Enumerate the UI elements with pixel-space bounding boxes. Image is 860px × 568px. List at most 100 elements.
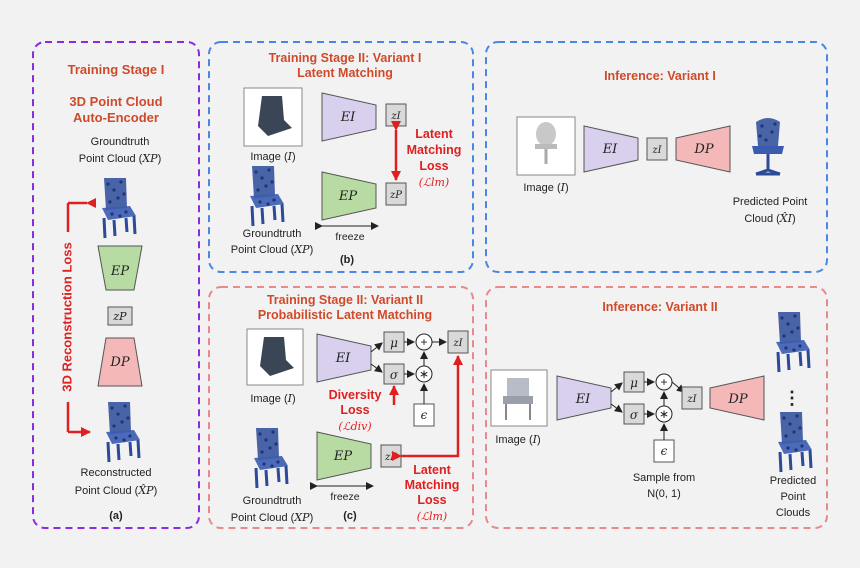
- panel-a-subtitle-1: 3D Point Cloud: [69, 94, 162, 109]
- panel-b-image-encoder: [321, 92, 377, 142]
- panel-d-decoder-label: DP: [693, 142, 713, 157]
- panel-c-loss-math: (ℒlm): [417, 510, 447, 523]
- panel-b-loss-2: Matching: [407, 143, 462, 157]
- panel-d-image-encoder: [583, 125, 639, 173]
- panel-c-loss-1: Latent: [413, 463, 451, 477]
- panel-b-image-label: Image (I): [250, 150, 295, 163]
- panel-c-arrow-sigma: [370, 363, 383, 373]
- panel-c-sigma-label: σ: [390, 368, 399, 382]
- panel-a-output-label-1: Reconstructed: [81, 467, 152, 479]
- panel-e-latent-box: [681, 386, 703, 410]
- panel-b-point-encoder-label: EP: [338, 189, 357, 204]
- panel-b-latent-point-box: [385, 182, 407, 206]
- panel-c-border: [208, 286, 474, 529]
- panel-e-ellipsis: ⋮: [783, 388, 801, 408]
- panel-d-output-label-1: Predicted Point: [733, 196, 808, 208]
- panel-c-div-2: Loss: [340, 403, 369, 417]
- panel-e-border: [485, 286, 828, 529]
- panel-d-swivel-photo-icon: [536, 122, 556, 146]
- panel-c-tag: (c): [343, 510, 357, 522]
- panel-b: Training Stage II: Variant I Latent Matc…: [208, 41, 474, 273]
- point-decoder-block: [97, 337, 143, 387]
- panel-e-image-label: Image (I): [495, 433, 540, 446]
- panel-e-output-label-3: Clouds: [776, 507, 811, 519]
- reconstructed-point-cloud-icon: [104, 400, 142, 464]
- panel-c-title-1: Training Stage II: Variant II: [267, 293, 423, 307]
- panel-c-plus-label: +: [420, 335, 427, 349]
- panel-d-latent-box: [646, 137, 668, 161]
- panel-e-arrow-mu: [610, 382, 623, 393]
- panel-c-loss-3: Loss: [417, 493, 446, 507]
- panel-c-image-label: Image (I): [250, 392, 295, 405]
- point-encoder-block: [97, 245, 143, 291]
- panel-c-gt-label-2: Point Cloud (XP): [231, 511, 314, 524]
- panel-b-image-encoder-label: EI: [340, 110, 356, 125]
- panel-e-title: Inference: Variant II: [602, 300, 717, 314]
- panel-c-title-2: Probabilistic Latent Matching: [258, 308, 432, 322]
- panel-c-arrow-mu: [370, 342, 383, 353]
- panel-a-tag: (a): [109, 510, 123, 522]
- panel-c-gt-label-1: Groundtruth: [243, 495, 302, 507]
- panel-e-mu-label: μ: [630, 376, 638, 390]
- panel-d-swivel-photo-seat: [535, 144, 557, 149]
- recon-loss-label-bg: [56, 232, 80, 402]
- panel-d-output-label-2: Cloud (X̂I): [744, 212, 795, 225]
- panel-a-border: [32, 41, 200, 529]
- panel-c-mu-label: μ: [390, 336, 398, 350]
- panel-a-subtitle-2: Auto-Encoder: [73, 110, 159, 125]
- panel-d-predicted-point-cloud-icon: [750, 116, 786, 176]
- panel-c-groundtruth-point-cloud-icon: [252, 426, 290, 490]
- panel-c-epsilon-label: ϵ: [421, 408, 428, 422]
- panel-e-chair-photo-seat: [503, 396, 533, 404]
- panel-a-output-label-2: Point Cloud (X̂P): [75, 484, 158, 497]
- panel-e-epsilon-label: ϵ: [661, 444, 668, 458]
- panel-d-border: [485, 41, 828, 273]
- panel-e-plus-label: +: [660, 375, 667, 389]
- panel-b-freeze-label: freeze: [335, 231, 364, 243]
- panel-e-decoder-label: DP: [727, 392, 747, 407]
- panel-b-loss-math: (ℒlm): [419, 176, 449, 189]
- panel-a-latent-label: zP: [112, 310, 127, 323]
- panel-b-title-1: Training Stage II: Variant I: [269, 51, 422, 65]
- panel-e-sigma-label: σ: [630, 408, 639, 422]
- panel-d: Inference: Variant I Image (I) EI zI DP …: [485, 41, 828, 273]
- panel-e-times-label: ∗: [659, 407, 669, 421]
- panel-b-latent-point-label: zP: [389, 190, 402, 201]
- panel-b-loss-1: Latent: [415, 127, 453, 141]
- panel-c-freeze-label: freeze: [330, 491, 359, 503]
- panel-b-latent-image-label: zI: [390, 111, 401, 122]
- panel-b-point-encoder: [321, 171, 377, 221]
- panel-e-arrow-sigma: [610, 403, 623, 413]
- panel-c-latent-point-label: zP: [384, 452, 397, 463]
- panel-c-point-encoder-label: EP: [333, 449, 352, 464]
- panel-c-loss-2: Matching: [405, 478, 460, 492]
- panel-a-input-label-2: Point Cloud (XP): [79, 152, 162, 165]
- recon-loss-label: 3D Reconstruction Loss: [59, 242, 74, 392]
- panel-e-output-label-2: Point: [780, 491, 805, 503]
- panel-c-chair-photo-icon: [260, 337, 294, 376]
- panel-a: Training Stage I 3D Point Cloud Auto-Enc…: [32, 41, 200, 529]
- panel-b-gt-label-2: Point Cloud (XP): [231, 243, 314, 256]
- groundtruth-point-cloud-icon: [100, 176, 138, 240]
- panel-c-point-encoder: [316, 431, 372, 481]
- latent-code-box: [107, 306, 133, 326]
- panel-c: Training Stage II: Variant II Probabilis…: [208, 286, 474, 529]
- panel-e: Inference: Variant II Image (I) EI μ σ +…: [485, 286, 828, 529]
- panel-c-image-encoder-label: EI: [335, 351, 351, 366]
- panel-b-gt-label-1: Groundtruth: [243, 228, 302, 240]
- panel-e-sample-label-1: Sample from: [633, 472, 695, 484]
- panel-a-title: Training Stage I: [68, 62, 165, 77]
- panel-e-output-label-1: Predicted: [770, 475, 816, 487]
- panel-b-tag: (b): [340, 254, 354, 266]
- panel-c-div-1: Diversity: [329, 388, 382, 402]
- panel-c-latent-image-label: zI: [452, 338, 463, 349]
- panel-e-chair-photo-legs: [505, 404, 531, 420]
- panel-e-encoder-label: EI: [575, 392, 591, 407]
- panel-a-input-label-1: Groundtruth: [91, 136, 150, 148]
- panel-c-latent-matching-arrow: [392, 355, 463, 461]
- panel-e-point-decoder: [709, 375, 765, 421]
- panel-c-times-label: ∗: [419, 367, 429, 381]
- panel-e-sample-label-2: N(0, 1): [647, 488, 681, 500]
- panel-c-latent-image-box: [447, 330, 469, 354]
- panel-d-latent-label: zI: [651, 145, 662, 156]
